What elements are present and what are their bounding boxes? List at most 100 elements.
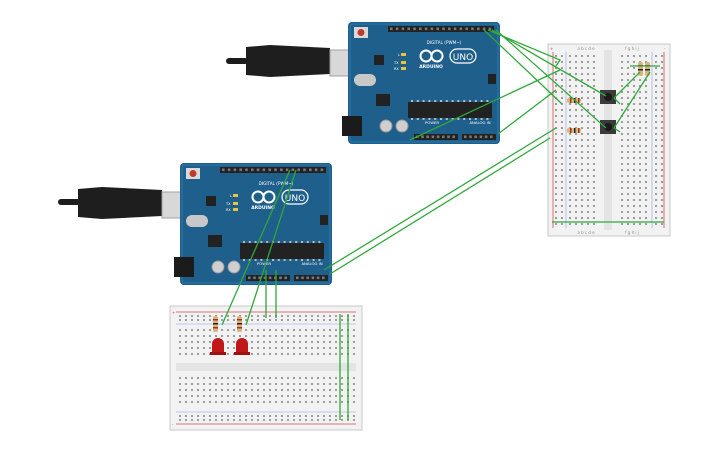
breadboard-hole[interactable]: [661, 91, 663, 93]
breadboard-hole[interactable]: [203, 389, 205, 391]
breadboard-hole[interactable]: [293, 341, 295, 343]
breadboard-hole[interactable]: [341, 415, 343, 417]
breadboard-hole[interactable]: [203, 347, 205, 349]
header-pin-hole[interactable]: [306, 276, 309, 280]
digital-pins[interactable]: [222, 168, 324, 172]
breadboard-hole[interactable]: [275, 395, 277, 397]
breadboard-hole[interactable]: [341, 341, 343, 343]
breadboard-hole[interactable]: [633, 151, 635, 153]
breadboard-hole[interactable]: [191, 419, 193, 421]
breadboard-hole[interactable]: [561, 187, 563, 189]
breadboard-hole[interactable]: [293, 383, 295, 385]
breadboard-hole[interactable]: [257, 353, 259, 355]
breadboard-hole[interactable]: [209, 401, 211, 403]
breadboard-hole[interactable]: [221, 315, 223, 317]
breadboard-hole[interactable]: [263, 315, 265, 317]
breadboard-hole[interactable]: [655, 91, 657, 93]
breadboard-hole[interactable]: [581, 157, 583, 159]
breadboard-hole[interactable]: [575, 109, 577, 111]
breadboard-hole[interactable]: [661, 121, 663, 123]
breadboard-hole[interactable]: [293, 389, 295, 391]
breadboard-hole[interactable]: [633, 103, 635, 105]
breadboard-hole[interactable]: [281, 315, 283, 317]
breadboard-hole[interactable]: [561, 157, 563, 159]
breadboard-hole[interactable]: [555, 181, 557, 183]
header-pin-hole[interactable]: [296, 276, 299, 280]
breadboard-hole[interactable]: [233, 347, 235, 349]
breadboard-hole[interactable]: [305, 389, 307, 391]
header-pin-hole[interactable]: [464, 135, 467, 139]
breadboard-hole[interactable]: [661, 193, 663, 195]
wire[interactable]: [483, 29, 563, 105]
breadboard-hole[interactable]: [621, 163, 623, 165]
breadboard-hole[interactable]: [555, 91, 557, 93]
breadboard-hole[interactable]: [575, 157, 577, 159]
breadboard-hole[interactable]: [621, 85, 623, 87]
breadboard-hole[interactable]: [593, 211, 595, 213]
breadboard-hole[interactable]: [593, 151, 595, 153]
breadboard-hole[interactable]: [323, 377, 325, 379]
breadboard-hole[interactable]: [257, 329, 259, 331]
breadboard-hole[interactable]: [281, 329, 283, 331]
breadboard-hole[interactable]: [633, 169, 635, 171]
breadboard-hole[interactable]: [311, 315, 313, 317]
wire[interactable]: [245, 169, 297, 326]
wire[interactable]: [613, 71, 641, 99]
breadboard-hole[interactable]: [639, 115, 641, 117]
breadboard-hole[interactable]: [587, 97, 589, 99]
breadboard-hole[interactable]: [569, 211, 571, 213]
breadboard-hole[interactable]: [287, 389, 289, 391]
breadboard-hole[interactable]: [353, 395, 355, 397]
header-pin-hole[interactable]: [407, 27, 410, 31]
breadboard-hole[interactable]: [593, 73, 595, 75]
breadboard-hole[interactable]: [561, 133, 563, 135]
breadboard-hole[interactable]: [593, 169, 595, 171]
breadboard-hole[interactable]: [627, 109, 629, 111]
breadboard-hole[interactable]: [645, 193, 647, 195]
breadboard-hole[interactable]: [239, 377, 241, 379]
breadboard-hole[interactable]: [239, 419, 241, 421]
breadboard-hole[interactable]: [323, 395, 325, 397]
breadboard-hole[interactable]: [179, 335, 181, 337]
breadboard-hole[interactable]: [593, 67, 595, 69]
breadboard-hole[interactable]: [269, 335, 271, 337]
breadboard-hole[interactable]: [593, 121, 595, 123]
breadboard-hole[interactable]: [269, 319, 271, 321]
breadboard-hole[interactable]: [233, 419, 235, 421]
breadboard-hole[interactable]: [645, 169, 647, 171]
breadboard-hole[interactable]: [621, 67, 623, 69]
breadboard-hole[interactable]: [561, 127, 563, 129]
breadboard-hole[interactable]: [245, 315, 247, 317]
breadboard-hole[interactable]: [341, 353, 343, 355]
breadboard-hole[interactable]: [215, 377, 217, 379]
breadboard-hole[interactable]: [555, 199, 557, 201]
breadboard-hole[interactable]: [317, 341, 319, 343]
breadboard-hole[interactable]: [251, 415, 253, 417]
breadboard-hole[interactable]: [299, 341, 301, 343]
breadboard-hole[interactable]: [655, 217, 657, 219]
breadboard-hole[interactable]: [587, 127, 589, 129]
breadboard-hole[interactable]: [633, 175, 635, 177]
breadboard-hole[interactable]: [329, 315, 331, 317]
breadboard-hole[interactable]: [191, 353, 193, 355]
breadboard-hole[interactable]: [587, 169, 589, 171]
breadboard-hole[interactable]: [645, 79, 647, 81]
breadboard-hole[interactable]: [197, 341, 199, 343]
breadboard-hole[interactable]: [221, 401, 223, 403]
breadboard-hole[interactable]: [227, 395, 229, 397]
breadboard-hole[interactable]: [269, 419, 271, 421]
breadboard-hole[interactable]: [645, 91, 647, 93]
breadboard-hole[interactable]: [305, 335, 307, 337]
breadboard-hole[interactable]: [627, 217, 629, 219]
breadboard-hole[interactable]: [263, 389, 265, 391]
breadboard-hole[interactable]: [555, 223, 557, 225]
breadboard-hole[interactable]: [627, 181, 629, 183]
header-pin-hole[interactable]: [401, 27, 405, 31]
breadboard-hole[interactable]: [311, 377, 313, 379]
breadboard-hole[interactable]: [335, 353, 337, 355]
breadboard-hole[interactable]: [275, 335, 277, 337]
header-pin-hole[interactable]: [311, 276, 315, 280]
breadboard-hole[interactable]: [197, 353, 199, 355]
breadboard-hole[interactable]: [587, 61, 589, 63]
breadboard-hole[interactable]: [561, 169, 563, 171]
